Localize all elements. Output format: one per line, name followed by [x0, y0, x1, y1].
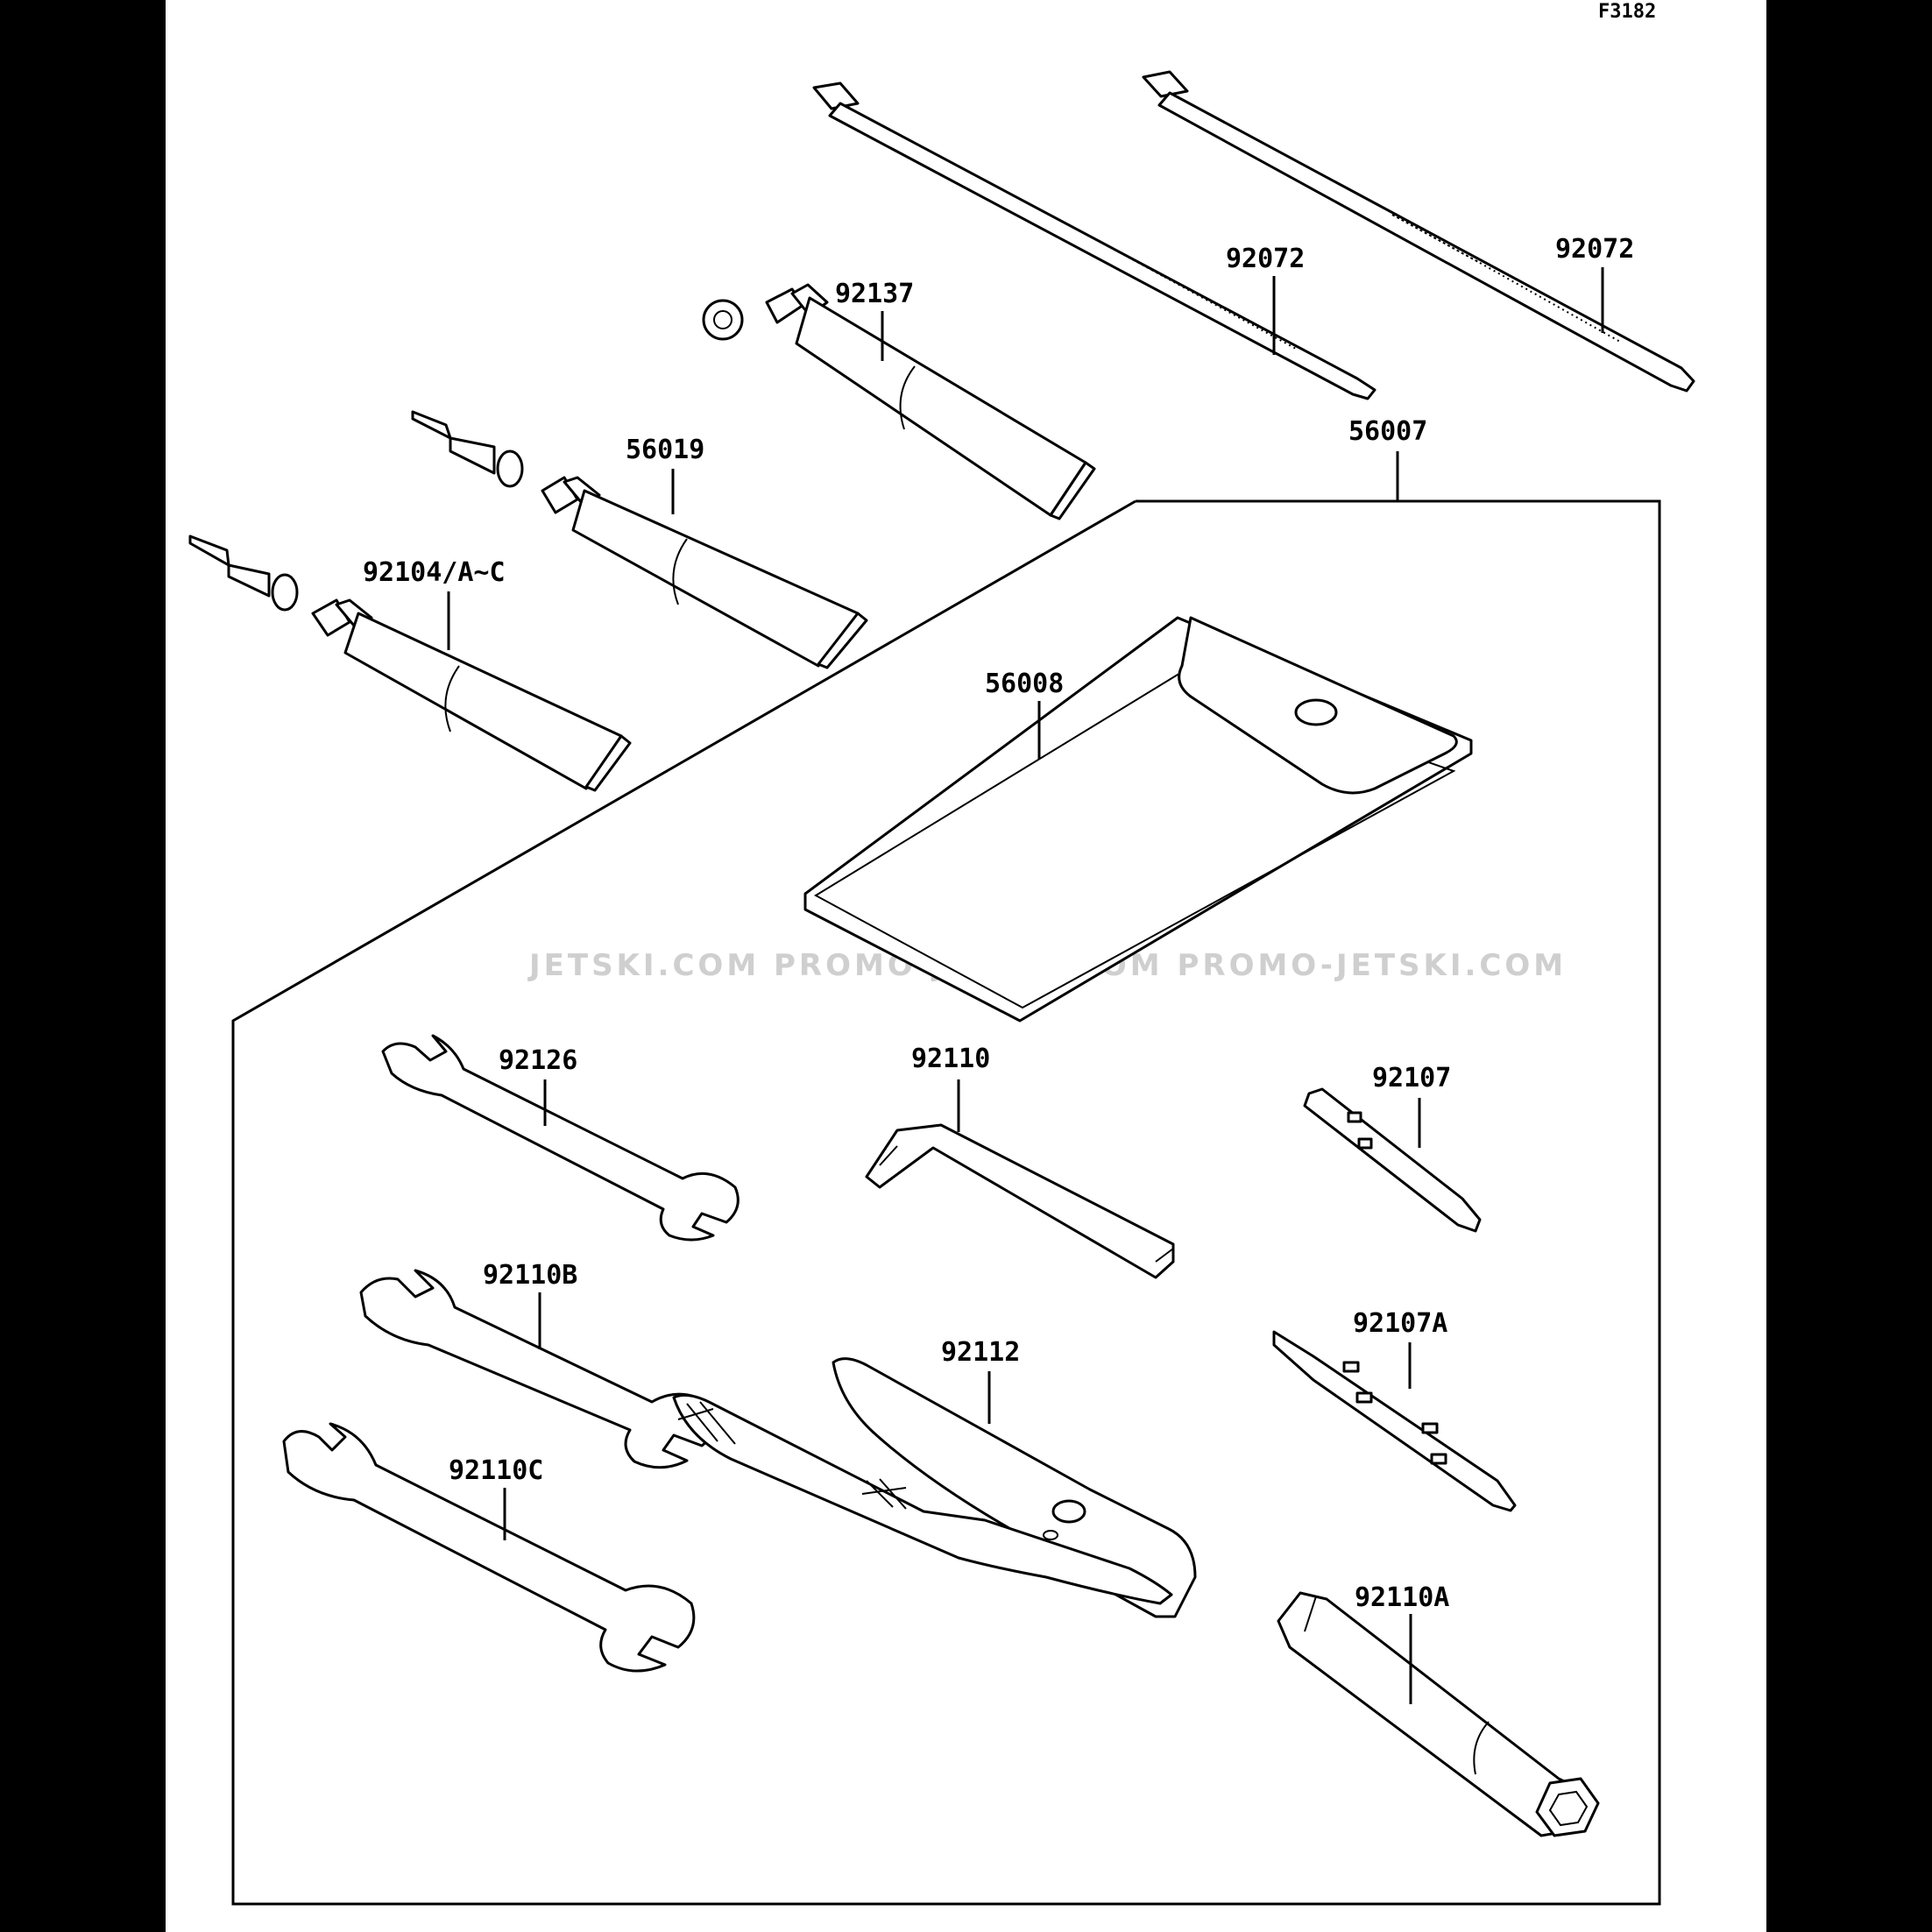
label-pliers: 92112 — [941, 1337, 1020, 1368]
hex-key-92110 — [865, 1123, 1175, 1279]
label-wrench-3: 92110C — [449, 1455, 543, 1486]
cable-tie-right — [1142, 70, 1695, 393]
label-socket-wrench: 92110A — [1355, 1582, 1449, 1613]
label-pouch: 56008 — [985, 669, 1064, 699]
tool-pouch — [803, 616, 1473, 1023]
kit-box-label: 56007 — [1348, 416, 1427, 447]
label-wrench-2: 92110B — [483, 1260, 577, 1291]
label-tube-bottom: 92104/A~C — [363, 557, 506, 588]
kit-box-outline — [231, 499, 1661, 1906]
label-wrench-1: 92126 — [499, 1045, 577, 1076]
label-screwdriver-2: 92107A — [1353, 1308, 1447, 1339]
open-wrench-92110C — [282, 1422, 696, 1673]
pliers-92112 — [672, 1357, 1197, 1618]
socket-wrench-92110A — [1277, 1591, 1600, 1837]
label-screwdriver-1: 92107 — [1372, 1063, 1451, 1093]
parts-diagram: F3182 56007 JETSKI.COM PROMO-JETSKI.COM … — [188, 1, 1695, 1906]
figure-code: F3182 — [1598, 1, 1656, 23]
screwdriver-bit-92107 — [1303, 1087, 1482, 1233]
grease-tube-top — [702, 283, 1096, 520]
diagram-canvas: F3182 56007 JETSKI.COM PROMO-JETSKI.COM … — [166, 0, 1766, 1932]
open-wrench-92126 — [381, 1034, 740, 1242]
label-tie-left: 92072 — [1226, 244, 1305, 274]
label-tube-mid: 56019 — [626, 435, 704, 465]
label-hex-key: 92110 — [911, 1044, 990, 1074]
grease-tube-bottom — [188, 534, 632, 792]
label-tube-top: 92137 — [835, 279, 914, 309]
screwdriver-bit-92107A — [1272, 1330, 1517, 1512]
label-tie-right: 92072 — [1555, 234, 1634, 265]
grease-tube-mid — [411, 410, 868, 669]
cable-tie-left — [812, 81, 1376, 400]
